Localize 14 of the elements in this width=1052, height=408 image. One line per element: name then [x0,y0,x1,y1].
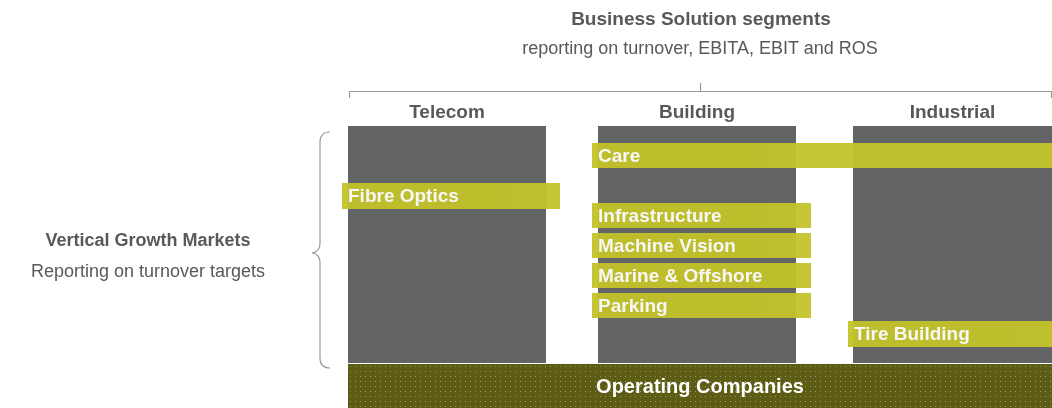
base-band: Operating Companies [348,364,1052,408]
market-band: Care [592,143,1052,168]
column-heading: Building [658,100,736,124]
column-heading: Industrial [908,100,997,124]
market-band: Machine Vision [592,233,811,258]
market-band: Parking [592,293,811,318]
market-band: Marine & Offshore [592,263,811,288]
market-band: Fibre Optics [342,183,560,209]
market-band: Infrastructure [592,203,811,228]
column-heading: Telecom [408,100,486,124]
section-note: Reporting on turnover targets [29,261,267,282]
section-heading: Vertical Growth Markets [44,230,252,251]
section-heading: Business Solution segments [570,8,832,30]
section-note: reporting on turnover, EBITA, EBIT and ROS [521,38,879,59]
